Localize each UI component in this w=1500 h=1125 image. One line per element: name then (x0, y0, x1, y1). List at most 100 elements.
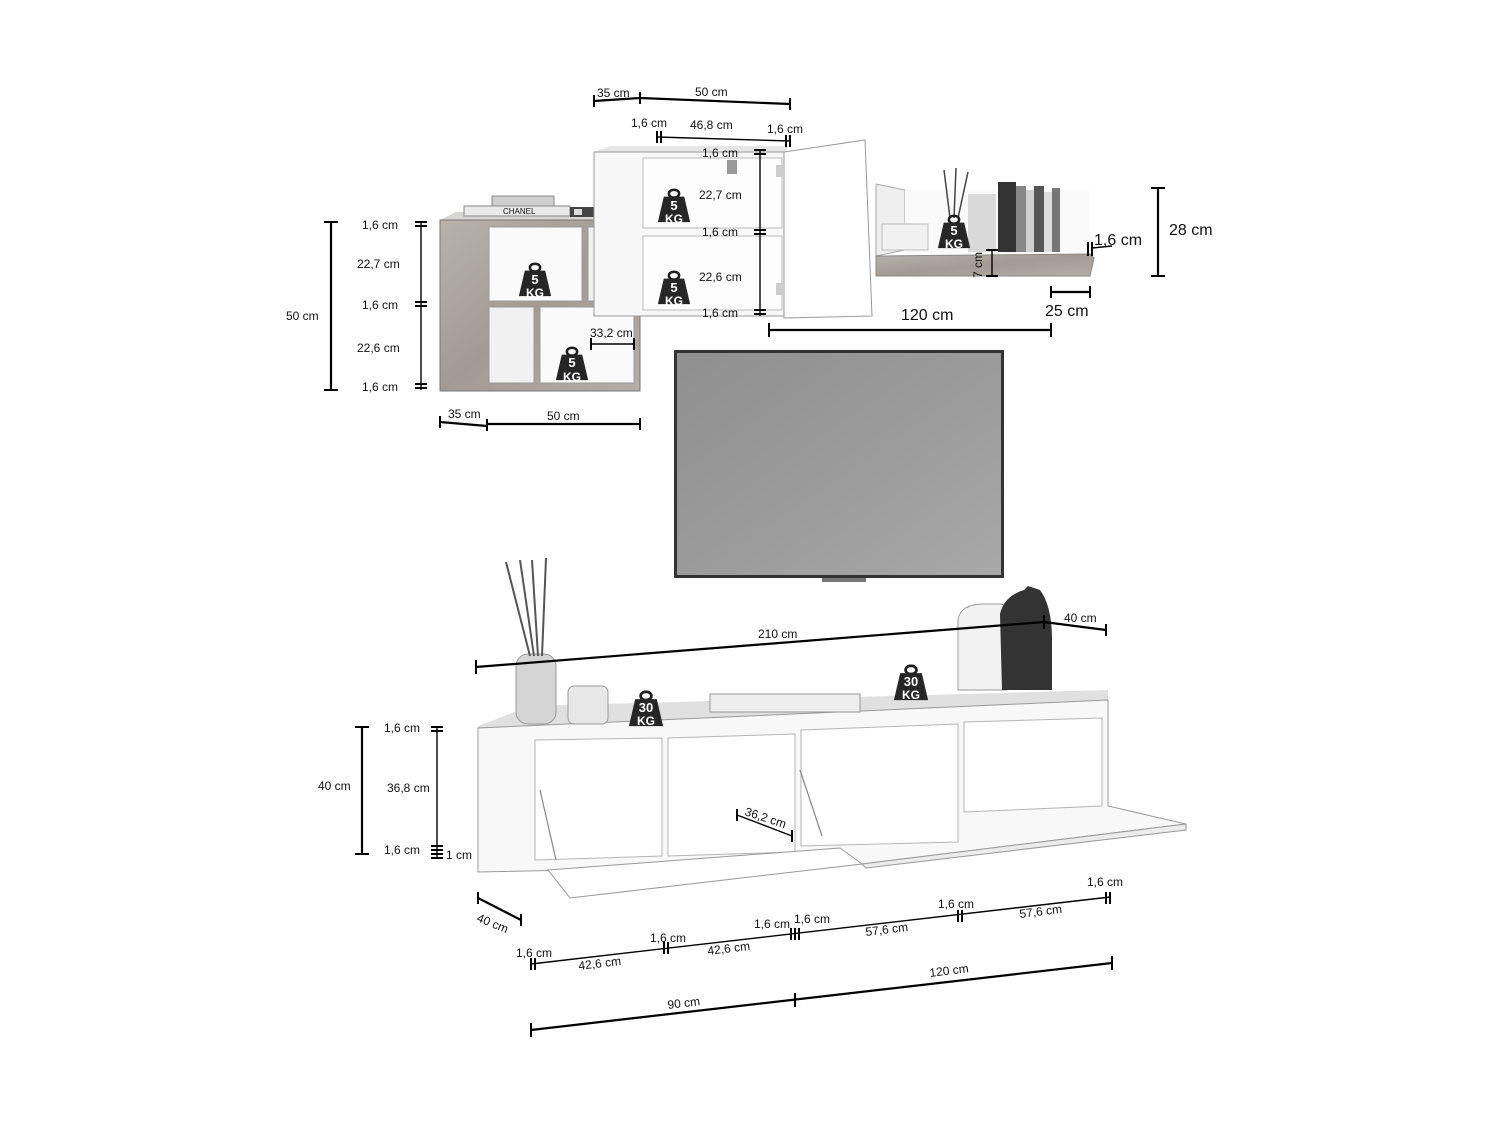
weight-badge-cabinet-bottom: 5 KG (657, 270, 691, 308)
dim-line (475, 620, 1045, 669)
tv-stand-foot (822, 578, 866, 582)
tv-stand-depth-bottom-dim: 40 cm (475, 892, 522, 936)
weight-badge-stand-left: 30 KG (628, 690, 664, 728)
weight-value: 5 (531, 272, 538, 287)
stand-compartment (963, 717, 1103, 813)
shelf-back (905, 190, 1090, 254)
dim-cab-width: 50 cm (695, 85, 728, 99)
dim-cab-h4: 22,6 cm (699, 270, 742, 284)
tv-stand-section-dims: 90 cm 120 cm (530, 956, 1113, 1037)
dim-line (656, 136, 791, 142)
weight-value: 30 (904, 674, 918, 689)
book (491, 195, 555, 207)
middle-cabinet-height-dims: 1,6 cm 22,7 cm 1,6 cm 22,6 cm 1,6 cm (699, 146, 766, 320)
dim-line (1043, 620, 1107, 632)
door-hinge (776, 283, 784, 295)
dim-total-width: 210 cm (758, 627, 797, 641)
reed-stick (531, 559, 539, 657)
floating-wall-shelf (875, 167, 1095, 277)
dim-h2: 22,7 cm (357, 257, 400, 271)
dim-stand-height: 40 cm (318, 779, 351, 793)
dim-shelf-height: 28 cm (1169, 222, 1213, 239)
weight-badge-wall-shelf: 5 KG (937, 214, 971, 251)
dim-seg-j: 1,6 cm (1087, 875, 1123, 889)
dim-seg-g: 57,6 cm (865, 920, 909, 939)
shelf-board (875, 253, 1095, 277)
compartment (539, 306, 635, 384)
dim-cab-h3: 1,6 cm (702, 225, 738, 239)
book (998, 182, 1016, 252)
dim-h1: 1,6 cm (362, 218, 398, 232)
tv-stand-height-dims: 40 cm 1,6 cm 36,8 cm 1,6 cm 1 cm (318, 721, 472, 862)
weight-value: 5 (670, 198, 677, 213)
weight-unit: KG (526, 286, 544, 300)
flap-hinge-arm (799, 769, 823, 837)
dim-inner-width: 33,2 cm (590, 326, 633, 340)
stand-compartment (667, 733, 796, 857)
dim-depth-bottom: 40 cm (475, 911, 511, 936)
compartment (488, 306, 535, 384)
dim-line (1091, 245, 1113, 249)
stand-flap-edge (860, 823, 1187, 869)
middle-cabinet-top-dims: 35 cm 50 cm 1,6 cm 46,8 cm 1,6 cm (593, 85, 803, 147)
dim-seg-h: 1,6 cm (938, 897, 974, 911)
wall-shelf-dims: 28 cm 1,6 cm 7 cm 120 cm 25 cm (768, 187, 1213, 337)
dim-line (439, 420, 488, 428)
book (1016, 186, 1026, 252)
dim-cab-h1: 1,6 cm (702, 146, 738, 160)
left-shelf-base-dims: 35 cm 50 cm (439, 407, 641, 431)
dim-depth-top: 40 cm (1064, 611, 1097, 625)
stand-compartment (534, 737, 663, 861)
reed-stick (541, 557, 547, 657)
flap-hinge-arm (539, 789, 557, 861)
dim-total-height: 50 cm (286, 309, 319, 323)
book (1052, 188, 1060, 252)
door-hinge (776, 165, 784, 177)
weight-badge-shelf-top: 5 KG (518, 262, 552, 300)
dim-seg-a: 1,6 cm (516, 946, 552, 960)
dim-seg-d: 42,6 cm (707, 939, 751, 958)
media-player (709, 693, 861, 713)
dim-h5: 1,6 cm (362, 380, 398, 394)
decor-box (881, 223, 929, 251)
dim-width: 50 cm (547, 409, 580, 423)
reed-stick (953, 167, 957, 219)
dim-section-90: 90 cm (667, 994, 701, 1012)
dim-line (530, 896, 1111, 965)
television (674, 350, 1004, 582)
dim-stand-h3: 1,6 cm (384, 843, 420, 857)
dim-cab-w1: 1,6 cm (631, 116, 667, 130)
reed-stick (943, 169, 951, 219)
dim-cab-w2: 46,8 cm (690, 118, 733, 132)
weight-value: 30 (639, 700, 653, 715)
cabinet-hinge (727, 160, 737, 174)
dim-seg-e: 1,6 cm (754, 917, 790, 931)
dim-shelf-depth: 25 cm (1045, 303, 1089, 320)
weight-badge-shelf-bottom: 5 KG (555, 346, 589, 384)
dim-line (736, 814, 793, 837)
dim-section-120: 120 cm (929, 961, 970, 980)
dim-seg-b: 42,6 cm (578, 954, 622, 973)
weight-unit: KG (563, 370, 581, 384)
dim-cab-depth: 35 cm (597, 86, 630, 100)
book (1034, 186, 1044, 252)
weight-badge-stand-right: 30 KG (893, 664, 929, 702)
weight-unit: KG (945, 237, 963, 251)
weight-value: 5 (568, 355, 575, 370)
stand-compartment (800, 723, 959, 847)
dim-shelf-thickness: 1,6 cm (1094, 232, 1142, 249)
dim-depth: 35 cm (448, 407, 481, 421)
book (1044, 192, 1052, 252)
reed-stick (519, 559, 535, 657)
tv-screen (677, 353, 1001, 575)
dim-foot: 1 cm (446, 848, 472, 862)
dim-seg-f: 1,6 cm (794, 912, 830, 926)
dim-h3: 1,6 cm (362, 298, 398, 312)
book-detail (574, 209, 582, 215)
weight-unit: KG (665, 212, 683, 226)
left-shelf-height-dims: 50 cm 1,6 cm 22,7 cm 1,6 cm 22,6 cm 1,6 … (286, 218, 427, 394)
dim-stand-h1: 1,6 cm (384, 721, 420, 735)
dim-seg-i: 57,6 cm (1019, 902, 1063, 921)
dim-line (477, 897, 522, 921)
